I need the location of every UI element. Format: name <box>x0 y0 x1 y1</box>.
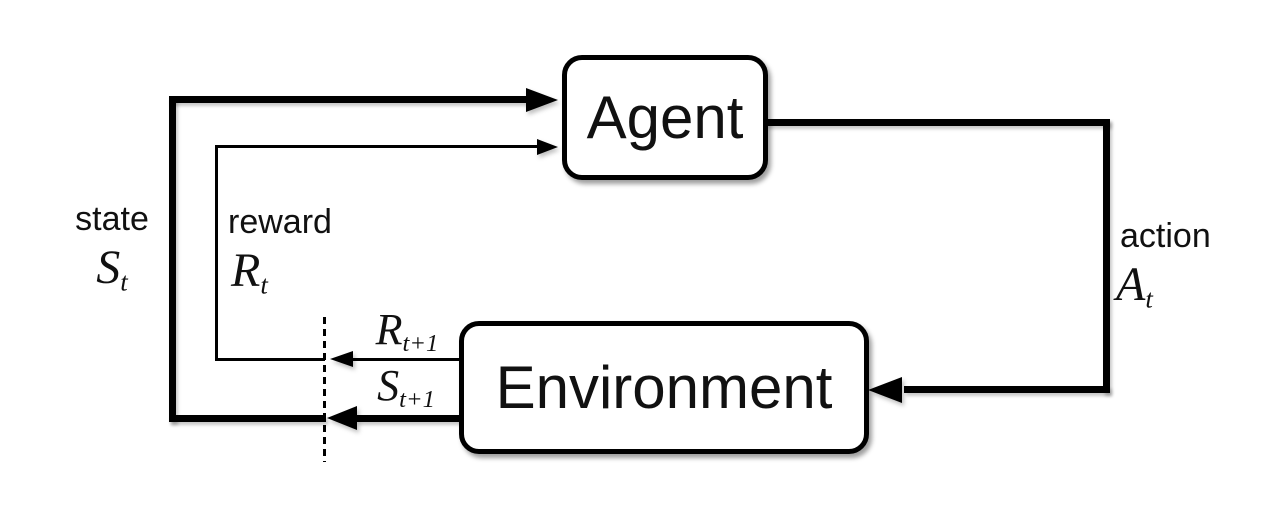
state-symbol: S <box>96 241 121 294</box>
action-line-to-environment <box>904 386 1110 393</box>
reward-line-from-boundary <box>215 358 325 361</box>
state-line-to-agent <box>169 96 527 103</box>
action-arrowhead-into-environment-icon <box>868 377 902 403</box>
time-step-boundary-dashed-line <box>323 317 326 462</box>
next-reward-symbol-label: Rt+1 <box>352 305 462 356</box>
state-symbol-subscript: t <box>120 266 128 297</box>
reward-word-label: reward <box>228 203 332 241</box>
action-word-label: action <box>1120 217 1211 255</box>
next-state-line-from-environment <box>356 415 464 422</box>
next-state-arrowhead-icon <box>327 406 357 430</box>
next-reward-arrowhead-icon <box>330 351 353 367</box>
environment-node: Environment <box>459 321 869 454</box>
next-state-symbol: S <box>377 361 400 410</box>
action-line-vertical <box>1103 119 1110 393</box>
reward-symbol-subscript: t <box>260 269 268 300</box>
action-symbol-label: At <box>1116 258 1153 312</box>
state-line-from-boundary <box>169 415 326 422</box>
reward-line-vertical <box>215 145 218 361</box>
reward-line-to-agent <box>215 145 538 148</box>
agent-node: Agent <box>562 55 768 180</box>
next-reward-symbol: R <box>375 305 403 354</box>
next-state-symbol-label: St+1 <box>350 361 462 412</box>
environment-node-label: Environment <box>495 354 833 421</box>
reward-symbol: R <box>231 244 261 297</box>
reward-arrowhead-into-agent-icon <box>537 139 558 155</box>
next-state-symbol-subscript: t+1 <box>399 385 435 413</box>
state-symbol-label: St <box>60 241 164 295</box>
next-reward-line-from-environment <box>352 358 464 361</box>
reward-symbol-label: Rt <box>231 244 268 298</box>
state-arrowhead-into-agent-icon <box>526 88 558 112</box>
action-symbol: A <box>1116 258 1146 311</box>
state-word-label: state <box>75 200 149 238</box>
action-symbol-subscript: t <box>1145 283 1153 314</box>
action-line-from-agent <box>766 119 1110 126</box>
state-line-vertical <box>169 96 176 422</box>
agent-node-label: Agent <box>586 84 744 151</box>
next-reward-symbol-subscript: t+1 <box>402 329 439 357</box>
